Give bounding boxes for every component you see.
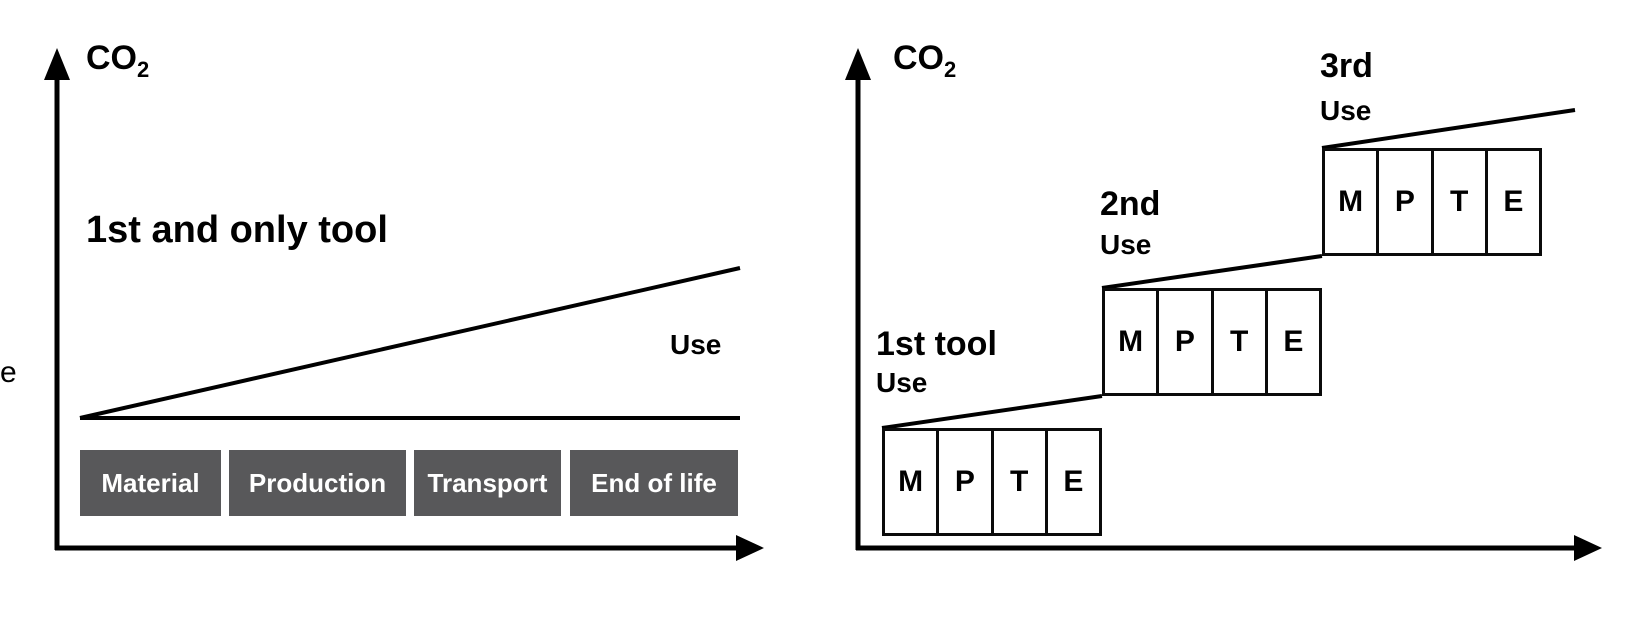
left-use-line [79,266,741,420]
left-y-axis [44,48,70,550]
right-use-line-1 [881,394,1103,430]
step-1-cell-transport: T [994,431,1048,533]
step-3-cell-transport: T [1434,151,1488,253]
mpte-row-step-2: M P T E [1102,288,1322,396]
step-1-cell-production: P [939,431,994,533]
step-3-title: 3rd [1320,47,1373,85]
right-use-line-2 [1101,254,1323,290]
step-1-use-label: Use [876,367,928,398]
left-co2-text: CO [86,39,137,77]
right-y-axis-label: CO2 [893,39,957,82]
step-2-cell-end-of-life: E [1283,325,1304,358]
step-1-cell-end-of-life: E [1063,465,1084,498]
right-use-line-3 [1321,108,1576,150]
cropped-edge-text: e [0,356,17,389]
step-3-cell-material: M [1325,151,1380,253]
phase-box-transport: Transport [414,450,561,516]
step-2-title: 2nd [1100,185,1161,223]
right-co2-text: CO [893,39,944,77]
step-3-cell-production: P [1379,151,1434,253]
step-1-title: 1st tool [876,325,997,363]
phase-box-production: Production [229,450,406,516]
step-3-cell-end-of-life: E [1503,185,1524,218]
step-2-cell-production: P [1159,291,1214,393]
mpte-row-step-3: M P T E [1322,148,1542,256]
right-co2-subscript: 2 [944,56,957,82]
left-co2-subscript: 2 [137,56,150,82]
left-x-axis [55,535,764,561]
right-x-axis [856,535,1602,561]
step-2-cell-material: M [1105,291,1160,393]
phase-box-end-of-life: End of life [570,450,738,516]
step-2-cell-transport: T [1214,291,1268,393]
left-y-axis-label: CO2 [86,39,150,82]
step-3-use-label: Use [1320,95,1372,126]
left-use-label: Use [670,329,722,360]
right-y-axis [845,48,871,550]
phase-box-material: Material [80,450,221,516]
step-1-cell-material: M [885,431,940,533]
mpte-row-step-1: M P T E [882,428,1102,536]
step-2-use-label: Use [1100,229,1152,260]
left-chart-title: 1st and only tool [86,209,388,251]
